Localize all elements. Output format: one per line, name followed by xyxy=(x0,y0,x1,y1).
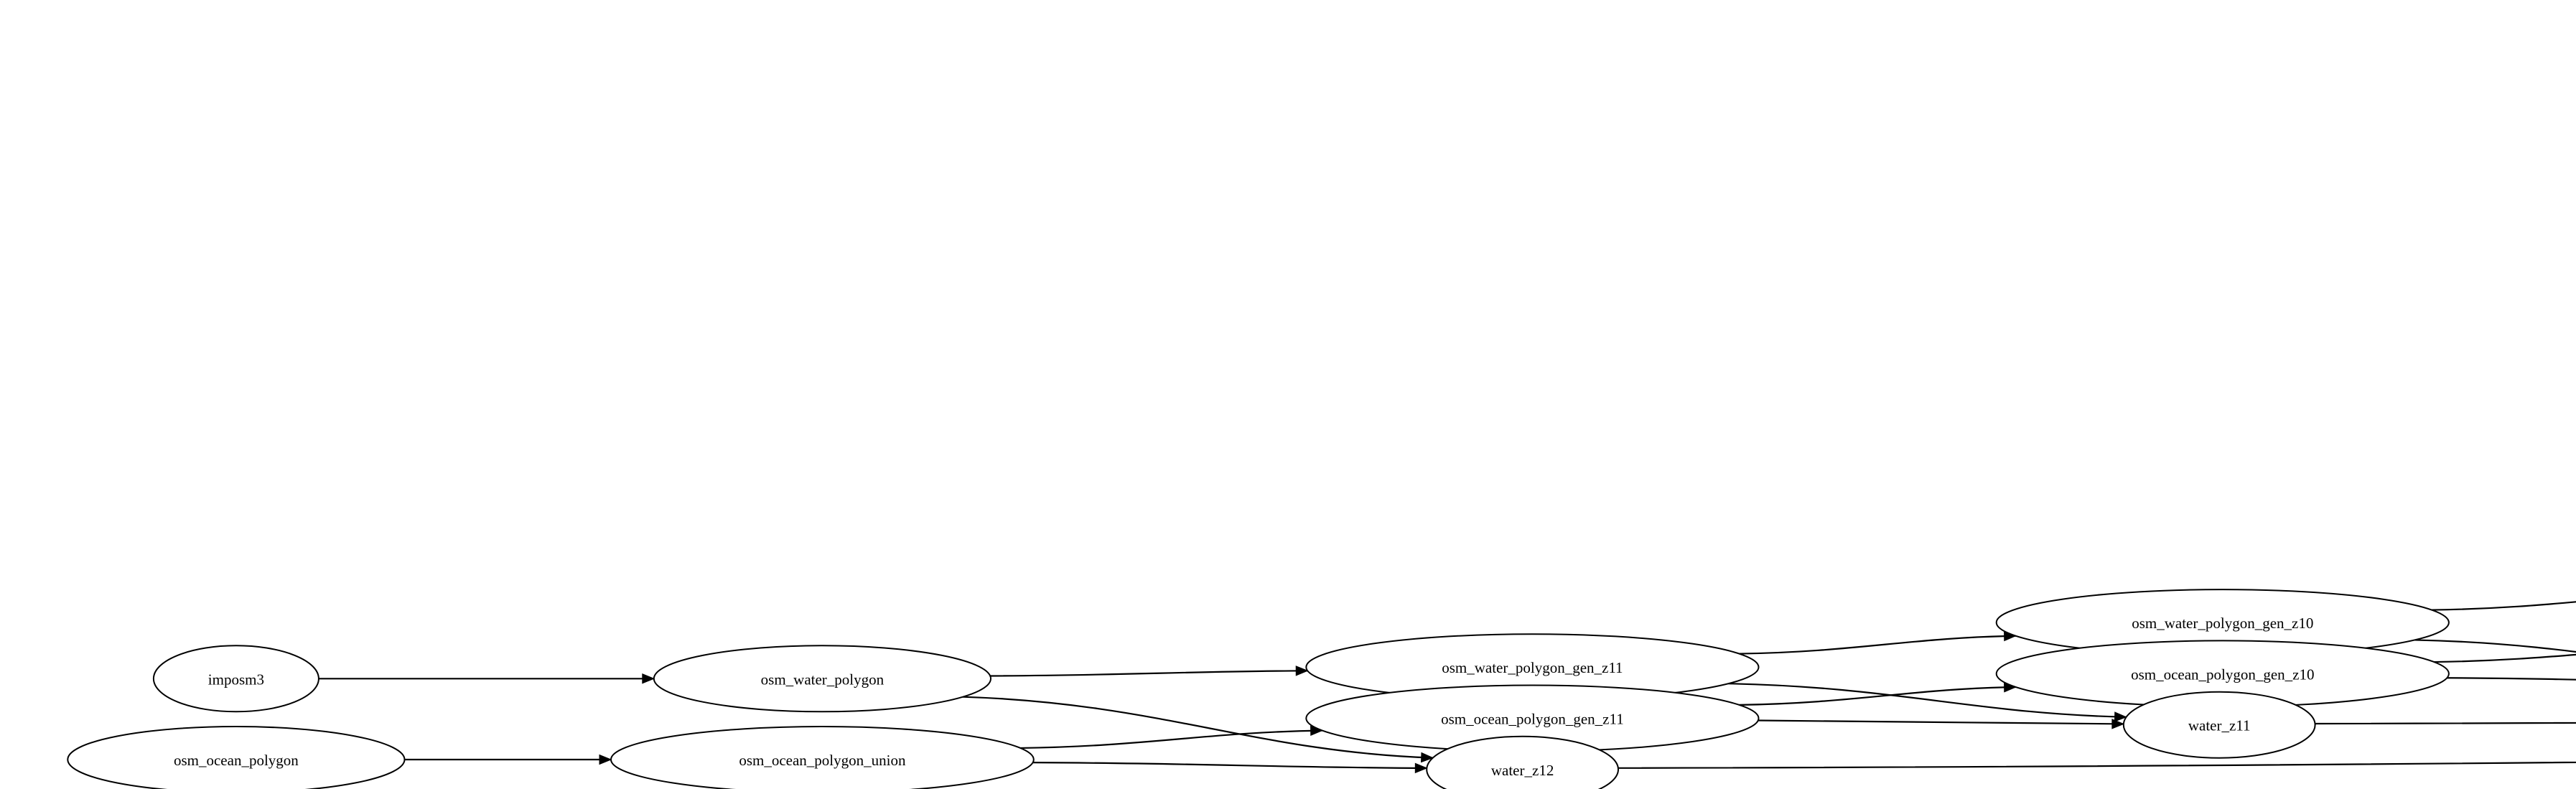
edge-osm_ocean_polygon_gen_z10-to-osm_ocean_polygon_gen_z9 xyxy=(2434,653,2576,663)
edge-arrowhead xyxy=(1295,666,1309,676)
edge-arrowhead xyxy=(2111,719,2125,729)
edge-osm_water_polygon-to-water_z12 xyxy=(963,696,1433,759)
edge-osm_ocean_polygon_union-to-osm_ocean_polygon_gen_z11 xyxy=(1020,729,1322,750)
node-imposm3[interactable]: imposm3 xyxy=(152,645,319,713)
edge-layer xyxy=(318,601,2576,774)
edge-osm_water_polygon_gen_z10-to-osm_water_polygon_gen_z9 xyxy=(2432,601,2576,611)
node-water_z11[interactable]: water_z11 xyxy=(2122,691,2316,759)
node-shape xyxy=(67,726,406,789)
edge-arrowhead xyxy=(599,754,612,765)
edge-arrowhead xyxy=(1414,762,1428,774)
edge-osm_water_polygon_gen_z11-to-water_z11 xyxy=(1728,683,2127,718)
edge-arrowhead xyxy=(2114,711,2127,722)
edge-osm_ocean_polygon_gen_z10-to-water_z10 xyxy=(2447,677,2576,681)
node-layer: ne_110m_oceanne_110m_ocean_gen_z1ne_110m… xyxy=(67,589,2450,789)
edge-water_z12-to-layer_water-z12- xyxy=(1618,761,2576,769)
edge-osm_ocean_polygon_union-to-water_z12 xyxy=(1032,762,1427,770)
edge-arrowhead xyxy=(642,673,655,684)
edge-osm_ocean_polygon_gen_z11-to-water_z11 xyxy=(1758,719,2124,725)
node-osm_water_polygon[interactable]: osm_water_polygon xyxy=(653,645,992,713)
node-shape xyxy=(1426,735,1619,789)
node-shape xyxy=(152,645,319,713)
node-osm_ocean_polygon_union[interactable]: osm_ocean_polygon_union xyxy=(610,726,1035,789)
node-shape xyxy=(610,726,1035,789)
edge-osm_water_polygon_gen_z10-to-water_z10 xyxy=(2414,639,2576,653)
edge-osm_ocean_polygon_gen_z11-to-osm_ocean_polygon_gen_z10 xyxy=(1739,686,2016,706)
node-shape xyxy=(653,645,992,713)
node-shape xyxy=(2122,691,2316,759)
edge-osm_water_polygon_gen_z11-to-osm_water_polygon_gen_z10 xyxy=(1739,635,2016,655)
edge-arrowhead xyxy=(1421,752,1434,763)
node-osm_ocean_polygon[interactable]: osm_ocean_polygon xyxy=(67,726,406,789)
edge-osm_water_polygon-to-osm_water_polygon_gen_z11 xyxy=(990,670,1308,677)
